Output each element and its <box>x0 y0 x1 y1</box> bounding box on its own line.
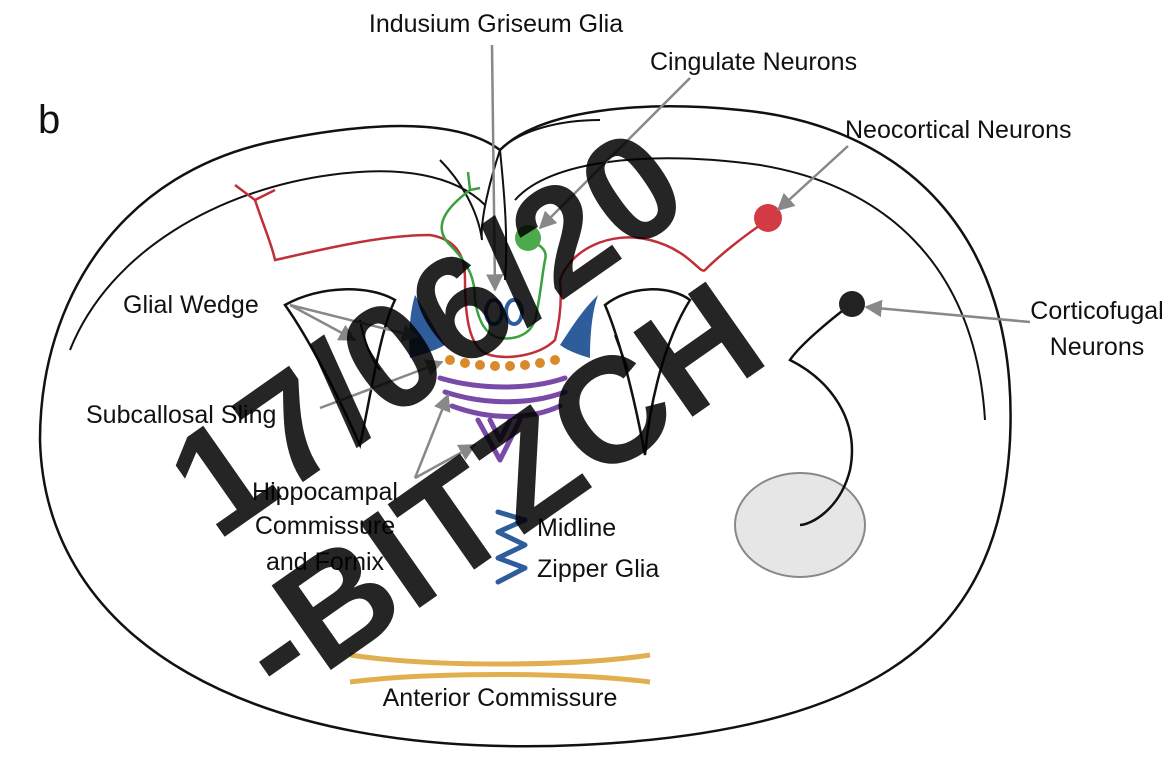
label-cingulate-neurons: Cingulate Neurons <box>650 48 857 76</box>
label-glial-wedge: Glial Wedge <box>123 291 259 319</box>
neocortical-neuron <box>754 204 782 232</box>
label-corticofugal-line1: Corticofugal <box>1030 297 1163 325</box>
corticofugal-neuron <box>839 291 865 317</box>
label-indusium-griseum-glia: Indusium Griseum Glia <box>369 10 623 38</box>
panel-letter: b <box>38 98 60 142</box>
anterior-commissure-lower <box>350 675 650 683</box>
label-corticofugal-line2: Neurons <box>1050 333 1145 361</box>
label-anterior-commissure: Anterior Commissure <box>383 684 618 712</box>
label-midline-line2: Zipper Glia <box>537 555 659 583</box>
arrow-neocortical <box>778 146 848 210</box>
arrow-corticofugal <box>866 307 1030 322</box>
watermark: 17/06/20 -BITZCH <box>106 96 811 731</box>
label-neocortical-neurons: Neocortical Neurons <box>845 116 1072 144</box>
